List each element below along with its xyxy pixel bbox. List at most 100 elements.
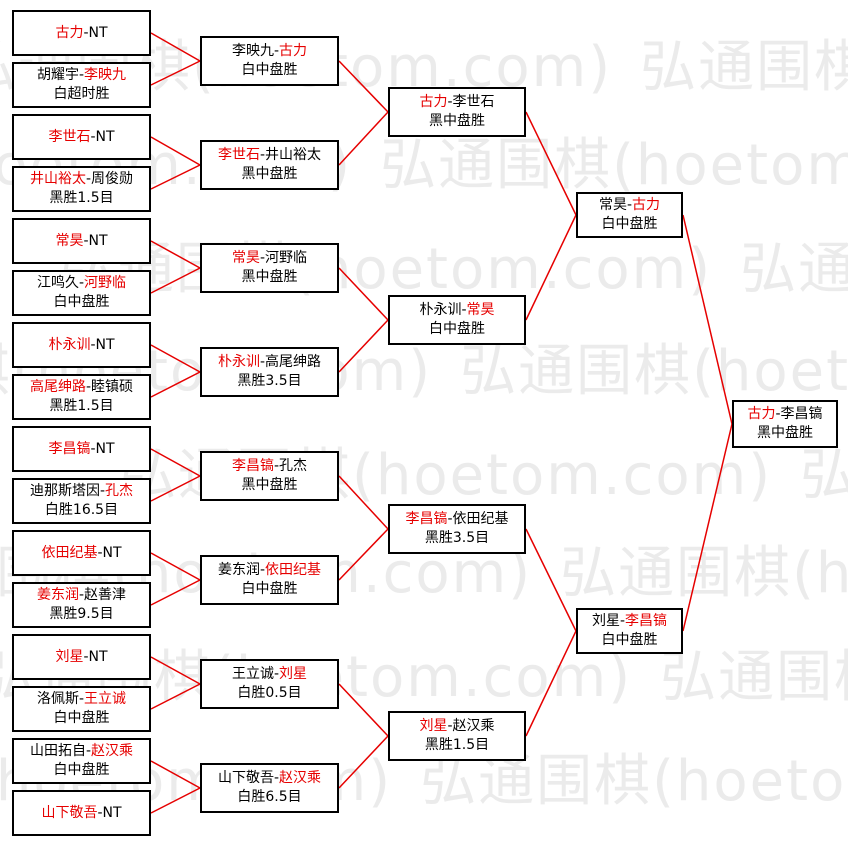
separator: -	[97, 544, 103, 561]
match-result: 白中盘胜	[53, 294, 110, 310]
match-result: 白中盘胜	[429, 321, 485, 337]
winner-name: 王立诚	[84, 691, 127, 707]
match-players: 李映九-古力	[202, 42, 337, 61]
separator: -	[259, 562, 266, 578]
player-name: 赵汉乘	[452, 718, 495, 734]
separator: -	[78, 691, 85, 707]
bracket-connector	[525, 528, 577, 632]
match-box: 常昊-河野临黑中盘胜	[200, 243, 339, 293]
match-box: 李昌镐-依田纪基黑胜3.5目	[388, 504, 526, 554]
bracket-connector	[150, 32, 201, 62]
match-box: 刘星-李昌镐白中盘胜	[576, 608, 683, 654]
match-players: 迪那斯塔因-孔杰	[14, 482, 149, 501]
match-players: 刘星-李昌镐	[578, 612, 681, 631]
separator: -	[447, 94, 453, 110]
winner-name: 赵汉乘	[91, 743, 134, 759]
bracket-connector	[682, 423, 733, 632]
match-players: 姜东润-赵善津	[14, 586, 149, 605]
bracket-connector	[338, 528, 389, 581]
winner-name: 依田纪基	[41, 544, 98, 561]
player-name: 李世石	[452, 94, 495, 110]
match-box: 朴永训-高尾绅路黑胜3.5目	[200, 347, 339, 397]
match-result: 白胜6.5目	[237, 789, 302, 805]
match-result: 白中盘胜	[53, 710, 110, 726]
match-players: 朴永训-高尾绅路	[202, 353, 337, 372]
bracket-connector	[150, 552, 201, 581]
bracket-connector	[150, 656, 201, 685]
match-players: 常昊-NT	[14, 232, 149, 251]
separator: -	[775, 406, 781, 422]
winner-name: 李世石	[217, 147, 260, 163]
match-box: 王立诚-刘星白胜0.5目	[200, 659, 339, 709]
player-name: NT	[88, 24, 108, 41]
player-name: 江鸣久	[36, 275, 79, 291]
match-players: 高尾绅路-睦镇硕	[14, 378, 149, 397]
match-result: 白超时胜	[53, 86, 110, 102]
bracket-connector	[150, 579, 201, 606]
bracket-connector	[150, 240, 201, 269]
match-box: 高尾绅路-睦镇硕黑胜1.5目	[12, 374, 151, 420]
separator: -	[99, 483, 106, 499]
match-players: 刘星-NT	[14, 648, 149, 667]
match-players: 朴永训-常昊	[390, 301, 524, 320]
separator: -	[626, 197, 633, 213]
separator: -	[90, 128, 96, 145]
match-box: 古力-李世石黑中盘胜	[388, 87, 526, 137]
match-box: 常昊-古力白中盘胜	[576, 192, 683, 238]
player-name: NT	[95, 336, 115, 353]
winner-name: 朴永训	[48, 336, 91, 353]
match-players: 李昌镐-NT	[14, 440, 149, 459]
player-name: 朴永训	[419, 302, 462, 318]
player-name: 周俊勋	[91, 171, 134, 187]
separator: -	[273, 458, 280, 474]
winner-name: 朴永训	[217, 354, 260, 370]
bracket-connector	[150, 475, 201, 502]
winner-name: 孔杰	[105, 483, 134, 499]
match-result: 黑胜3.5目	[424, 530, 490, 546]
separator: -	[259, 250, 266, 266]
match-result: 白中盘胜	[601, 216, 658, 232]
winner-name: 姜东润	[36, 587, 79, 603]
player-name: 井山裕太	[265, 147, 322, 163]
match-box: 山下敬吾-赵汉乘白胜6.5目	[200, 763, 339, 813]
separator: -	[78, 275, 85, 291]
match-box: 迪那斯塔因-孔杰白胜16.5目	[12, 478, 151, 524]
separator: -	[461, 302, 467, 318]
player-name: 胡耀宇	[36, 67, 79, 83]
match-players: 常昊-河野临	[202, 249, 337, 268]
match-players: 洛佩斯-王立诚	[14, 690, 149, 709]
separator: -	[90, 440, 96, 457]
winner-name: 李世石	[48, 128, 91, 145]
winner-name: 山下敬吾	[41, 804, 98, 821]
match-result: 白胜0.5目	[237, 685, 302, 701]
player-name: NT	[88, 648, 108, 665]
winner-name: 古力	[747, 406, 776, 422]
separator: -	[78, 67, 85, 83]
match-box: 李昌镐-NT	[12, 426, 151, 472]
winner-name: 李昌镐	[625, 613, 668, 629]
match-box: 李世石-井山裕太黑中盘胜	[200, 140, 339, 190]
player-name: 高尾绅路	[265, 354, 322, 370]
bracket-connector	[150, 344, 201, 373]
match-box: 李映九-古力白中盘胜	[200, 36, 339, 86]
player-name: 孔杰	[279, 458, 308, 474]
player-name: 王立诚	[231, 666, 274, 682]
bracket-connector	[150, 60, 201, 86]
winner-name: 高尾绅路	[29, 379, 86, 395]
match-players: 古力-NT	[14, 24, 149, 43]
player-name: 山下敬吾	[217, 770, 274, 786]
winner-name: 古力	[55, 24, 84, 41]
bracket-connector	[150, 371, 201, 398]
match-result: 白中盘胜	[53, 762, 110, 778]
bracket-connector	[525, 214, 577, 321]
match-result: 黑中盘胜	[429, 113, 485, 129]
match-box: 胡耀宇-李映九白超时胜	[12, 62, 151, 108]
player-name: 洛佩斯	[36, 691, 79, 707]
match-result: 白胜16.5目	[44, 502, 119, 518]
match-players: 刘星-赵汉乘	[390, 717, 524, 736]
player-name: 山田拓自	[29, 743, 86, 759]
match-result: 白中盘胜	[601, 632, 658, 648]
match-result: 黑胜9.5目	[49, 606, 114, 622]
bracket-connector	[150, 760, 201, 789]
